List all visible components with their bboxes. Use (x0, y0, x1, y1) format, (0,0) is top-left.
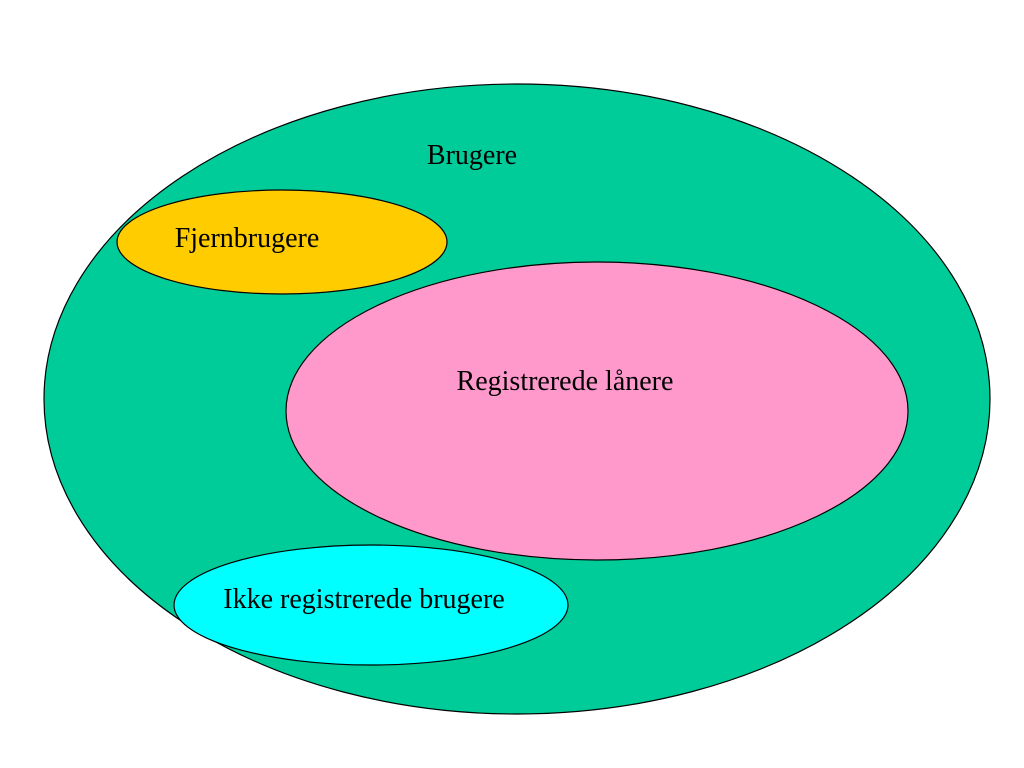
set-registrerede-laanere-label: Registrerede lånere (457, 366, 674, 397)
set-brugere-label: Brugere (427, 140, 517, 171)
set-fjernbrugere-shape (116, 189, 448, 295)
set-fjernbrugere: Fjernbrugere (116, 189, 448, 295)
set-registrerede-laanere-shape (285, 261, 909, 561)
set-fjernbrugere-label: Fjernbrugere (175, 223, 320, 254)
set-registrerede-laanere: Registrerede lånere (285, 261, 909, 561)
set-ikke-registrerede-brugere-shape (173, 544, 569, 666)
set-ikke-registrerede-brugere-label: Ikke registrerede brugere (223, 584, 504, 615)
set-ikke-registrerede-brugere: Ikke registrerede brugere (173, 544, 569, 666)
